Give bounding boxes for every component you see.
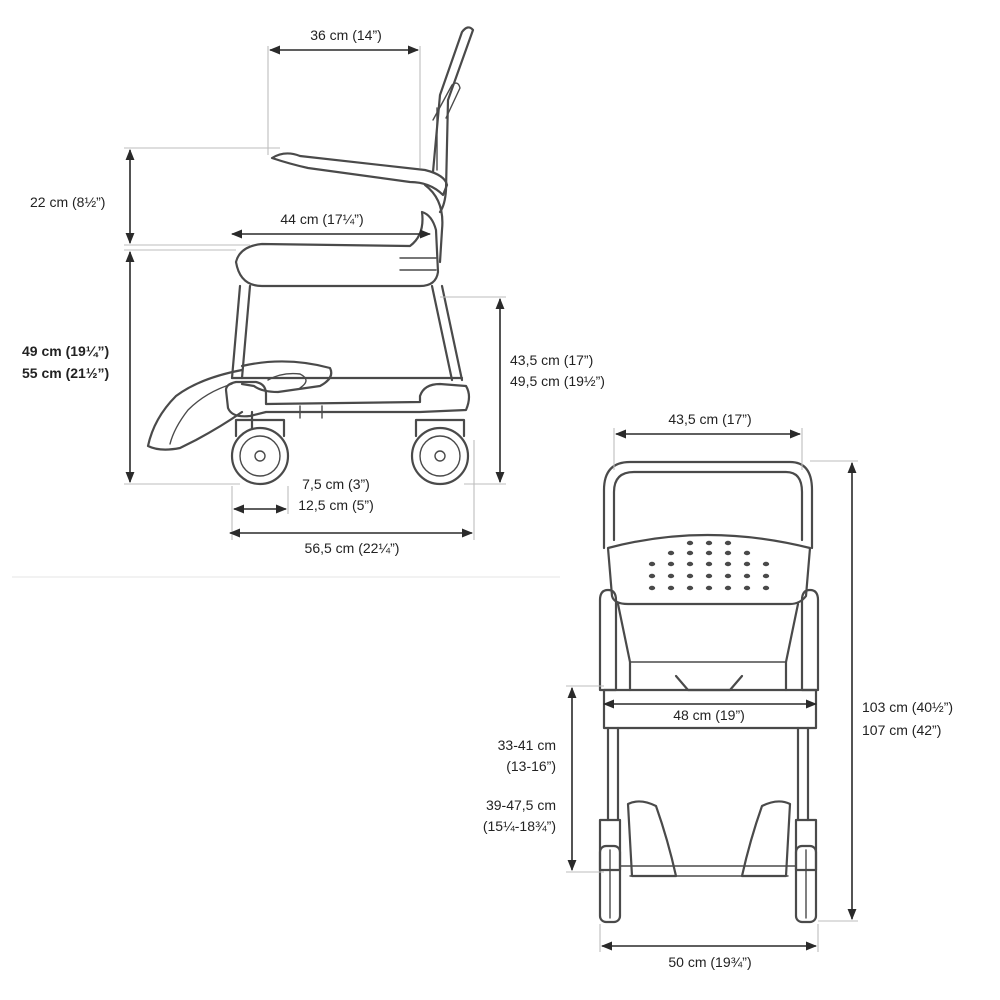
label-total-height-b: 107 cm (42”) (862, 722, 941, 738)
front-armrest-left (598, 588, 618, 692)
label-pan-height-b1: 39-47,5 cm (486, 797, 556, 813)
front-footrest-left (626, 800, 678, 878)
label-pan-height-a2: (13-16”) (506, 758, 556, 774)
front-seat-front (602, 688, 818, 730)
label-side-height-a: 43,5 cm (17”) (510, 352, 593, 368)
front-footrest-right (740, 800, 792, 878)
front-caster-left (598, 844, 622, 924)
label-overall-width: 50 cm (19¾”) (668, 954, 751, 970)
side-dimensions (12, 45, 560, 578)
front-caster-right (794, 844, 818, 924)
front-backrest (602, 460, 814, 550)
label-caster-b: 12,5 cm (5”) (298, 497, 373, 513)
label-caster-a: 7,5 cm (3”) (302, 476, 370, 492)
front-legs (606, 726, 810, 822)
side-base (224, 380, 471, 418)
side-footrest (146, 368, 244, 451)
front-dimensions (566, 428, 858, 952)
label-seat-depth: 44 cm (17¼”) (280, 211, 363, 227)
side-view-chair (146, 26, 475, 486)
side-armrest (270, 152, 449, 197)
front-view-chair (598, 460, 820, 924)
side-rear-caster (410, 418, 470, 486)
label-armrest-height: 22 cm (8½”) (30, 194, 105, 210)
front-commode-opening (674, 674, 744, 692)
label-armrest-width: 36 cm (14”) (310, 27, 382, 43)
label-overall-depth: 56,5 cm (22¼”) (305, 540, 400, 556)
label-pan-height-b2: (15¼-18¾”) (483, 818, 556, 834)
label-seat-height-b: 55 cm (21½”) (22, 365, 109, 381)
label-seat-height-a: 49 cm (19¼”) (22, 343, 109, 359)
side-commode-pan (240, 360, 333, 394)
label-side-height-b: 49,5 cm (19½”) (510, 373, 605, 389)
front-armrest-right (800, 588, 820, 692)
label-back-width: 43,5 cm (17”) (668, 411, 751, 427)
label-pan-height-a1: 33-41 cm (498, 737, 556, 753)
side-front-caster (230, 410, 290, 486)
label-total-height-a: 103 cm (40½”) (862, 699, 953, 715)
side-seat (234, 210, 440, 288)
seat-perforations (648, 540, 770, 591)
front-seat-plate (606, 533, 812, 606)
side-frame (230, 284, 464, 382)
dimension-labels: 36 cm (14”) 22 cm (8½”) 44 cm (17¼”) 49 … (22, 26, 953, 970)
label-seat-width: 48 cm (19”) (673, 707, 745, 723)
side-backrest (431, 26, 475, 214)
